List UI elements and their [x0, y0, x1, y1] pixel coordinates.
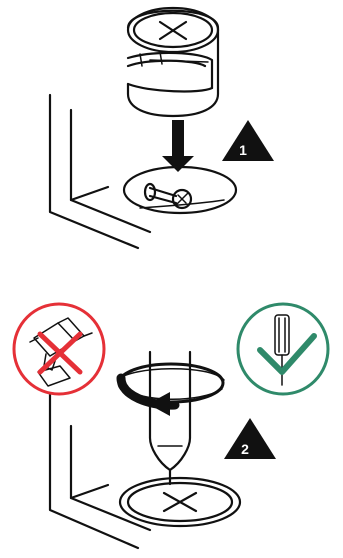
- manual-screwdriver-approved-icon: [238, 304, 328, 394]
- board-edge: [50, 95, 150, 248]
- insert-arrow: [162, 120, 194, 172]
- dowel-screw-icon: [124, 167, 236, 213]
- cam-lock-icon: [128, 8, 218, 116]
- screwdriver-bit-icon: [150, 352, 190, 484]
- step-1-number: 1: [239, 142, 247, 158]
- step-2-panel: 2: [14, 304, 328, 548]
- step-1-panel: 1: [50, 8, 274, 248]
- step-2-number: 2: [241, 441, 249, 457]
- cam-slot-icon: [120, 478, 240, 526]
- step-1-badge: 1: [222, 120, 274, 161]
- rotate-arrow-icon: [118, 364, 224, 416]
- board-edge: [50, 394, 150, 548]
- cordless-drill-prohibited-icon: [14, 304, 104, 394]
- step-2-badge: 2: [224, 418, 276, 459]
